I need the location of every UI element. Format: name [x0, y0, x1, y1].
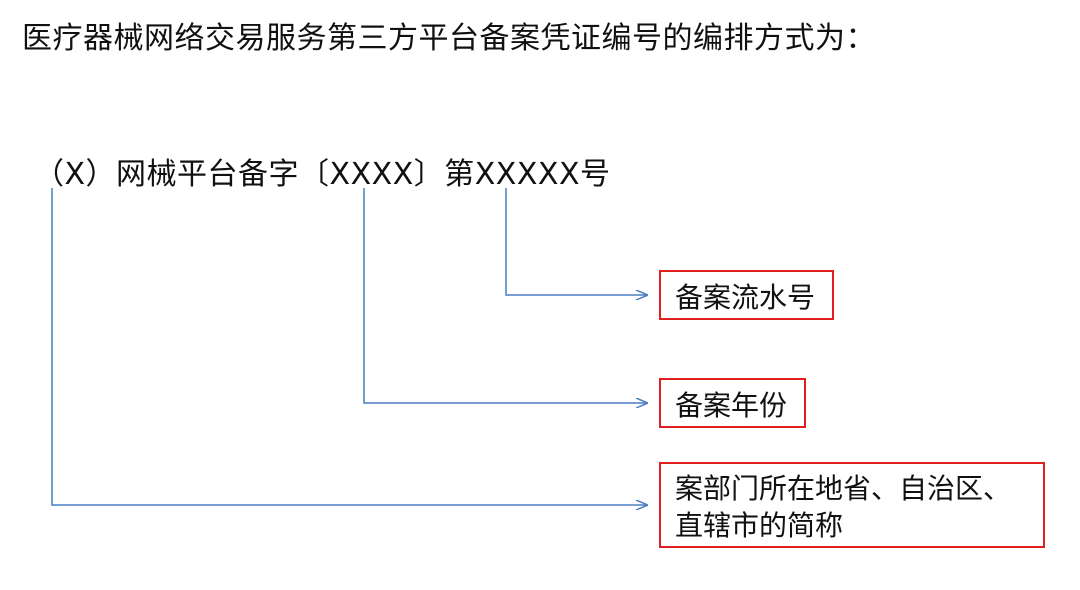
- serial-number-label: 备案流水号: [659, 270, 834, 320]
- filing-year-label: 备案年份: [659, 378, 806, 428]
- serial-connector-arrow: [505, 188, 647, 295]
- heading: 医疗器械网络交易服务第三方平台备案凭证编号的编排方式为：: [22, 21, 876, 56]
- year-connector-arrow: [363, 188, 647, 403]
- region-connector-arrow: [51, 188, 647, 505]
- region-abbreviation-label: 案部门所在地省、自治区、直辖市的简称: [659, 462, 1045, 548]
- format-string: （X）网械平台备字〔XXXX〕第XXXXX号: [34, 157, 611, 192]
